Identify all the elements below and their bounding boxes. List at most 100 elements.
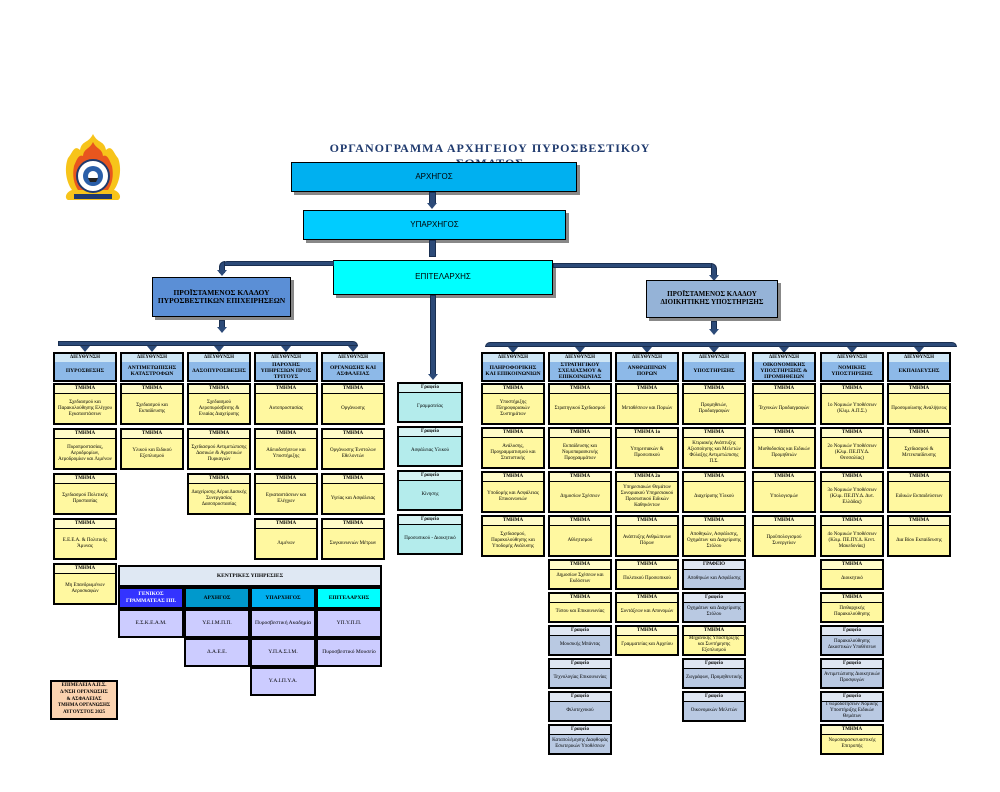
central-services-cell[interactable]: Υ.Α.Ι.Π.Υ.Α.: [250, 667, 316, 696]
central-services-header[interactable]: ΑΡΧΗΓΟΣ: [184, 587, 250, 609]
central-services-header[interactable]: ΥΠΑΡΧΗΓΟΣ: [250, 587, 316, 609]
unit-type: ΤΜΗΜΑ: [550, 561, 610, 569]
central-services-cell[interactable]: Υ.Ε.Ι.Μ.Π.Π.: [184, 609, 250, 638]
chief-box[interactable]: ΑΡΧΗΓΟΣ: [291, 162, 577, 192]
central-services-header[interactable]: ΕΠΙΤΕΛΑΡΧΗΣ: [316, 587, 382, 609]
inspector-box[interactable]: ΕΠΙΤΕΛΑΡΧΗΣ: [333, 260, 553, 295]
ops-branch-box[interactable]: ΠΡΟΪΣΤΑΜΕΝΟΣ ΚΛΑΔΟΥ ΠΥΡΟΣΒΕΣΤΙΚΩΝ ΕΠΙΧΕΙ…: [152, 277, 291, 317]
central-services-cell[interactable]: Υ.Π.Α.Σ.Ι.Μ.: [250, 638, 316, 667]
central-services-cell[interactable]: Ε.Σ.Κ.Ε.Α.Μ.: [118, 609, 184, 638]
central-services-header[interactable]: ΓΕΝΙΚΟΣ ΓΡΑΜΜΑΤΕΑΣ ΠΠ.: [118, 587, 184, 609]
deputy-box[interactable]: ΥΠΑΡΧΗΓΟΣ: [303, 210, 566, 240]
central-services-cell[interactable]: Πυροσβεστική Ακαδημία: [250, 609, 316, 638]
central-services-cell[interactable]: Πυροσβεστικό Μουσείο: [316, 638, 382, 667]
central-services-cell[interactable]: Δ.Α.Ε.Ε.: [184, 638, 250, 667]
support-branch-box[interactable]: ΠΡΟΪΣΤΑΜΕΝΟΣ ΚΛΑΔΟΥ ΔΙΟΙΚΗΤΙΚΗΣ ΥΠΟΣΤΗΡΙ…: [646, 280, 778, 318]
central-services-cell[interactable]: ΥΠ.Υ.Π.Π.: [316, 609, 382, 638]
